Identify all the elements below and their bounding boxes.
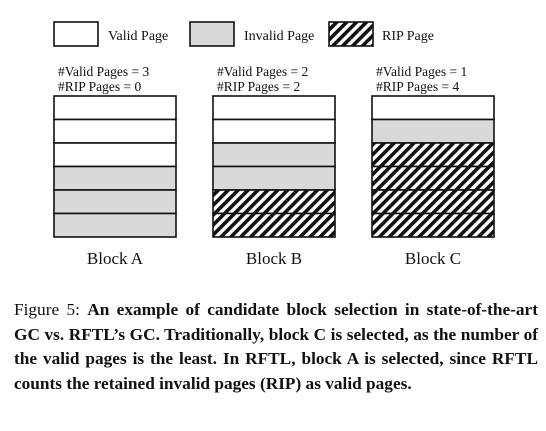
block-stat: #Valid Pages = 2 (217, 64, 308, 79)
block-1: #Valid Pages = 3#RIP Pages = 0 Block A (53, 64, 177, 268)
page-cell-rip (371, 189, 495, 215)
legend: Valid Page Invalid Page RIP Page (53, 21, 434, 47)
page-cell-rip (212, 212, 336, 238)
caption-text: An example of candidate block selection … (14, 300, 538, 393)
figure-caption: Figure 5: An example of candidate block … (14, 298, 538, 396)
legend-label-invalid: Invalid Page (244, 29, 314, 44)
page-cell-valid (53, 95, 177, 121)
block-2: #Valid Pages = 2#RIP Pages = 2 Block B (212, 64, 336, 268)
legend-swatch-rip (328, 21, 374, 47)
caption-label: Figure 5: (14, 300, 88, 319)
block-stat: #Valid Pages = 1 (376, 64, 467, 79)
block-label: Block C (405, 249, 461, 268)
block-stat: #Valid Pages = 3 (58, 64, 149, 79)
block-3: #Valid Pages = 1#RIP Pages = 4 Block C (371, 64, 495, 268)
page-cell-rip (212, 189, 336, 215)
page-cell-invalid (53, 212, 177, 238)
block-stat: #RIP Pages = 2 (217, 79, 300, 94)
page-cell-valid (212, 95, 336, 121)
page-cell-valid (371, 95, 495, 121)
page-cell-rip (371, 212, 495, 238)
legend-swatch-invalid (189, 21, 235, 47)
page-cell-valid (53, 118, 177, 144)
page-cell-rip (371, 142, 495, 168)
block-stat: #RIP Pages = 0 (58, 79, 141, 94)
block-selection-figure: Valid Page Invalid Page RIP Page #Valid Pa… (53, 21, 495, 268)
page-cell-invalid (212, 165, 336, 191)
page-cell-invalid (371, 118, 495, 144)
page-cell-rip (371, 165, 495, 191)
page-cell-invalid (212, 142, 336, 168)
block-stat: #RIP Pages = 4 (376, 79, 459, 94)
legend-label-valid: Valid Page (108, 29, 168, 44)
legend-label-rip: RIP Page (382, 29, 434, 44)
page-cell-invalid (53, 165, 177, 191)
legend-swatch-valid (53, 21, 99, 47)
page-cell-invalid (53, 189, 177, 215)
block-label: Block B (246, 249, 302, 268)
page-cell-valid (53, 142, 177, 168)
block-label: Block A (87, 249, 144, 268)
page-cell-valid (212, 118, 336, 144)
